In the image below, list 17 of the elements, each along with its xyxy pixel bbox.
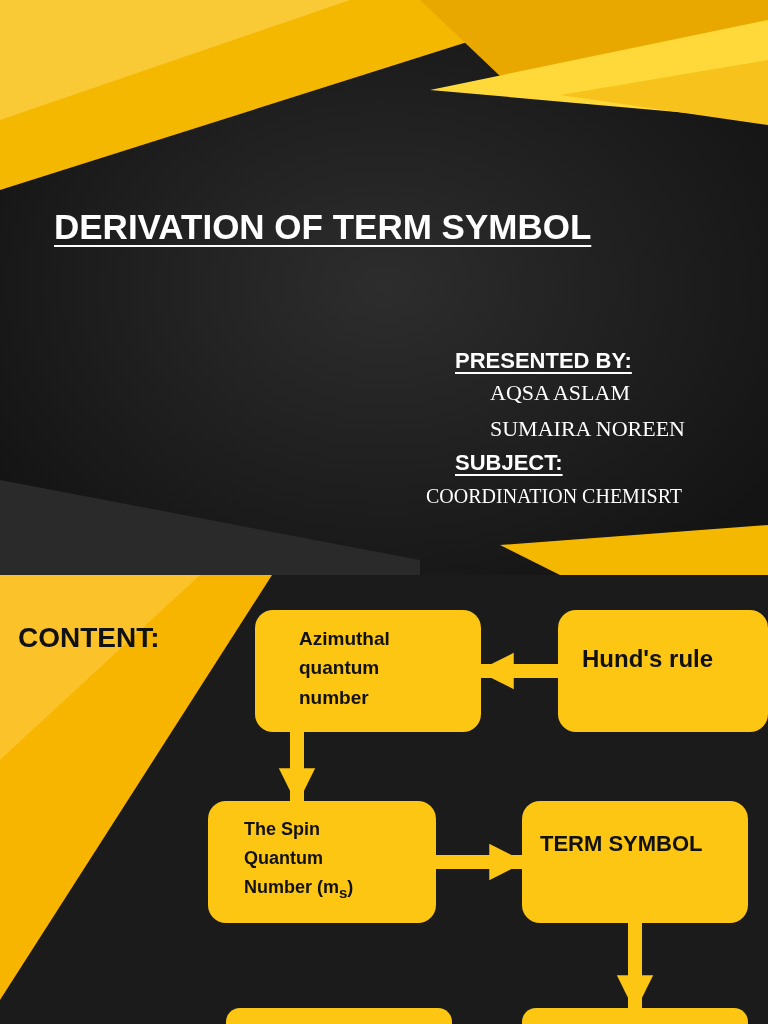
process-box bbox=[558, 610, 768, 732]
section-heading: CONTENT: bbox=[18, 622, 160, 654]
empty-box bbox=[522, 1008, 748, 1024]
presenter-name: AQSA ASLAM bbox=[490, 380, 630, 406]
process-box bbox=[255, 610, 481, 732]
process-box bbox=[208, 801, 436, 923]
box-label: The Spin Quantum Number (m$_{s}$) bbox=[244, 818, 355, 903]
section-heading: PRESENTED BY: bbox=[455, 348, 632, 374]
empty-box bbox=[226, 1008, 452, 1024]
box-label: TERM SYMBOL bbox=[540, 831, 704, 858]
slide-title: DERIVATION OF TERM SYMBOL bbox=[54, 207, 592, 247]
section-heading: SUBJECT: bbox=[455, 450, 563, 476]
subject-text: COORDINATION CHEMISRT bbox=[426, 485, 683, 508]
process-box bbox=[522, 801, 748, 923]
box-label: Azimuthal quantum number bbox=[299, 627, 391, 710]
presenter-name: SUMAIRA NOREEN bbox=[490, 416, 685, 442]
box-label: Hund's rule bbox=[582, 645, 715, 674]
